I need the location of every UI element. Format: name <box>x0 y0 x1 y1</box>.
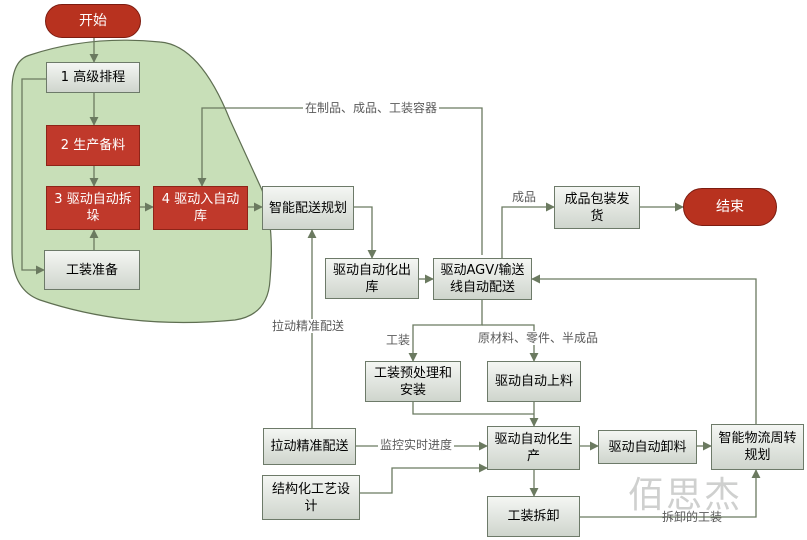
node-production-prep: 2 生产备料 <box>46 125 140 166</box>
edge-turnover-agv <box>531 274 757 424</box>
node-smart-distribution-plan: 智能配送规划 <box>262 186 354 230</box>
watermark: 佰思杰 <box>628 475 743 516</box>
edge-smartplan-out <box>354 206 377 259</box>
edge-label-materials: 原材料、零件、半成品 <box>476 331 601 345</box>
node-auto-production: 驱动自动化生 产 <box>487 426 580 470</box>
edge-preprocess-prod <box>412 402 534 415</box>
node-auto-unloading: 驱动自动卸料 <box>598 430 697 464</box>
edge-label-tooling: 工装 <box>384 333 413 347</box>
node-packing-shipping: 成品包装发 货 <box>554 186 640 229</box>
edge-agv-branch <box>408 300 483 362</box>
node-pull-distribution: 拉动精准配送 <box>263 428 356 465</box>
edge-struct-prod <box>360 463 488 494</box>
edge-n1-tooling <box>21 78 46 275</box>
edge-label-finished: 成品 <box>510 190 539 204</box>
node-tooling-preprocess: 工装预处理和 安装 <box>365 361 461 402</box>
node-advanced-scheduling: 1 高级排程 <box>46 62 140 93</box>
edge-agv-pack <box>501 202 555 258</box>
start-node: 开始 <box>45 4 141 38</box>
node-auto-depalletize: 3 驱动自动拆 垛 <box>46 186 140 230</box>
node-auto-outbound: 驱动自动化出 库 <box>325 258 419 299</box>
node-tooling-disassembly: 工装拆卸 <box>487 496 580 537</box>
node-tooling-prep: 工装准备 <box>44 250 140 290</box>
node-smart-turnover-plan: 智能物流周转 规划 <box>711 424 804 470</box>
edge-label-removed-tooling: 拆卸的工装 <box>662 510 723 524</box>
node-structured-process-design: 结构化工艺设 计 <box>262 475 360 520</box>
edge-label-wip: 在制品、成品、工装容器 <box>303 101 440 115</box>
node-agv-delivery: 驱动AGV/输送 线自动配送 <box>433 258 532 300</box>
edge-label-pull-distribution: 拉动精准配送 <box>270 319 347 333</box>
edge-label-monitor: 监控实时进度 <box>378 438 455 452</box>
edge-disassembly-turnover <box>580 469 761 518</box>
node-auto-storage: 4 驱动入自动 库 <box>153 186 248 230</box>
edge-branch-load <box>482 324 539 362</box>
end-node: 结束 <box>683 188 777 226</box>
node-auto-loading: 驱动自动上料 <box>487 361 581 402</box>
